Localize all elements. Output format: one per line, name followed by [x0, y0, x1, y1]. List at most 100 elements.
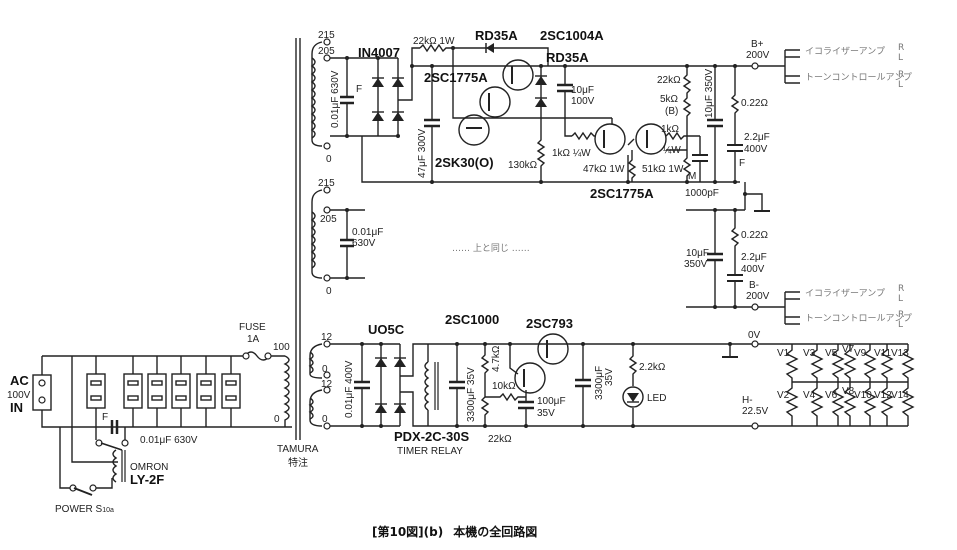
tr-2sc1000-label: 2SC1000 — [445, 312, 499, 327]
power-switch-label: POWER S10a — [55, 504, 114, 515]
res-1k-label: 1kΩ ¼W — [552, 147, 591, 159]
neg-cap-10-v-label: 350V — [684, 259, 708, 270]
relay-maker: OMRON — [130, 462, 168, 473]
res-47k-label: 47kΩ 1W — [583, 164, 625, 175]
bplus-outputs: イコライザーアンプ トーンコントロールアンプ R L R L — [805, 43, 912, 90]
heater-network — [758, 343, 915, 427]
bminus-label: B- — [749, 280, 759, 291]
heater-label: V5 — [825, 348, 838, 359]
ac-in-label-3: IN — [10, 400, 23, 415]
heater-dots — [360, 340, 759, 430]
transformer-note: 特注 — [288, 456, 308, 469]
res-1k-b2-label: ¼W — [663, 144, 681, 156]
output-eq-amp: イコライザーアンプ — [805, 288, 885, 299]
res-022-label: 0.22Ω — [741, 98, 768, 109]
cap-ref-label: 10μF — [571, 85, 594, 96]
figure-caption: [第10図](b)本機の全回路図 — [372, 524, 537, 539]
neg-tap-0: 0 — [326, 286, 332, 297]
l-label: L — [898, 80, 903, 90]
heater-label: V2 — [777, 390, 790, 401]
fuse-label: FUSE — [239, 322, 266, 333]
outlet — [147, 356, 167, 427]
cap-22-label: 2.2μF — [744, 132, 770, 143]
tap-205: 205 — [318, 46, 335, 57]
cap-3300-label: 3300μF 35V — [466, 367, 477, 422]
heater-label: V12 — [874, 390, 892, 401]
heater-label: V3 — [803, 348, 816, 359]
output-eq-amp: イコライザーアンプ — [805, 46, 885, 57]
cap-out-label: 10μF 350V — [704, 69, 715, 118]
hv-transistors — [458, 59, 667, 155]
primary-cap-label: 0.01μF 630V — [140, 435, 198, 446]
cap-100-label: 100μF — [537, 396, 566, 407]
ac-in-label-1: AC — [10, 373, 29, 388]
transformer-maker: TAMURA — [277, 444, 319, 455]
res-22k-heater-label: 22kΩ — [488, 434, 512, 445]
heater-label: V8 — [842, 386, 855, 397]
same-as-above-note: …… 上と同じ …… — [452, 243, 530, 254]
fuse-rating-label: 1A — [247, 334, 260, 345]
primary-tap-0: 0 — [274, 414, 280, 425]
heater-label: V4 — [803, 390, 816, 401]
neg-cap-22-label: 2.2μF — [741, 252, 767, 263]
heater-cap-input-label: 0.01μF 400V — [344, 360, 355, 418]
cap-3300b-label: 3300μF — [594, 366, 605, 400]
vr-5k-label: 5kΩ — [660, 94, 679, 105]
r-label: R — [898, 70, 904, 80]
heater-label: V11 — [874, 348, 891, 359]
hv-rectifier-label: IN4007 — [358, 45, 400, 60]
res-22k-label: 22kΩ — [657, 75, 681, 86]
res-1k-b-label: 1kΩ — [661, 124, 680, 135]
heater-secondary — [308, 333, 755, 430]
neg-cap-22-v-label: 400V — [741, 264, 765, 275]
ac-wiring — [32, 351, 292, 496]
outlet — [86, 356, 106, 427]
cap-filter-label: 47μF 300V — [417, 129, 428, 178]
heater-label: V7 — [842, 344, 855, 355]
neg-secondary-coil — [310, 186, 365, 282]
led-label: LED — [647, 393, 666, 404]
neg-cap-input-v-label: 630V — [352, 238, 376, 249]
heater-label: V9 — [854, 348, 867, 359]
cap-3300b-v-label: 35V — [604, 368, 615, 386]
tr-2sc793-label: 2SC793 — [526, 316, 573, 331]
bminus-outputs: イコライザーアンプ トーンコントロールアンプ R L R L — [805, 284, 912, 330]
output-tone-amp: トーンコントロールアンプ — [805, 72, 912, 83]
hv-secondary-coil — [310, 38, 331, 150]
heater-label: V1 — [777, 348, 790, 359]
heater-tap-12a: 12 — [321, 332, 333, 343]
h-minus-v-label: 22.5V — [742, 406, 768, 417]
neg-tap-215: 215 — [318, 178, 335, 189]
tap-215: 215 — [318, 30, 335, 41]
zero-v-label: 0V — [748, 330, 761, 341]
heater-label: V13 — [891, 348, 909, 359]
tr-2sc1775a-b-label: 2SC1775A — [590, 186, 654, 201]
bplus-label: B+ — [751, 39, 764, 50]
timer-relay-model: PDX-2C-30S — [394, 429, 469, 444]
l-label: L — [898, 294, 903, 304]
neg-cap-input-label: 0.01μF — [352, 227, 383, 238]
heater-tap-0b: 0 — [322, 414, 328, 425]
zener-2-label: RD35A — [546, 50, 589, 65]
transformer-core — [295, 38, 301, 440]
zener-top-label: RD35A — [475, 28, 518, 43]
res-51k-label: 51kΩ 1W — [642, 164, 684, 175]
tr-2sc1775a-label: 2SC1775A — [424, 70, 488, 85]
l-label: L — [898, 53, 903, 63]
fet-label: 2SK30(O) — [435, 155, 494, 170]
tap-0: 0 — [326, 154, 332, 165]
neg-cap-10-label: 10μF — [686, 248, 709, 259]
r-label: R — [898, 43, 904, 53]
cap-1000p-label: 1000pF — [685, 188, 719, 199]
heater-tap-0a: 0 — [322, 364, 328, 375]
r-label: R — [898, 284, 904, 294]
r-label: R — [898, 310, 904, 320]
timer-relay-label: TIMER RELAY — [397, 446, 463, 457]
hv-dots — [345, 46, 759, 196]
neg-tap-205: 205 — [320, 214, 337, 225]
cap-ref-v-label: 100V — [571, 96, 595, 107]
hv-diodes — [371, 43, 548, 122]
outlet — [123, 356, 143, 427]
